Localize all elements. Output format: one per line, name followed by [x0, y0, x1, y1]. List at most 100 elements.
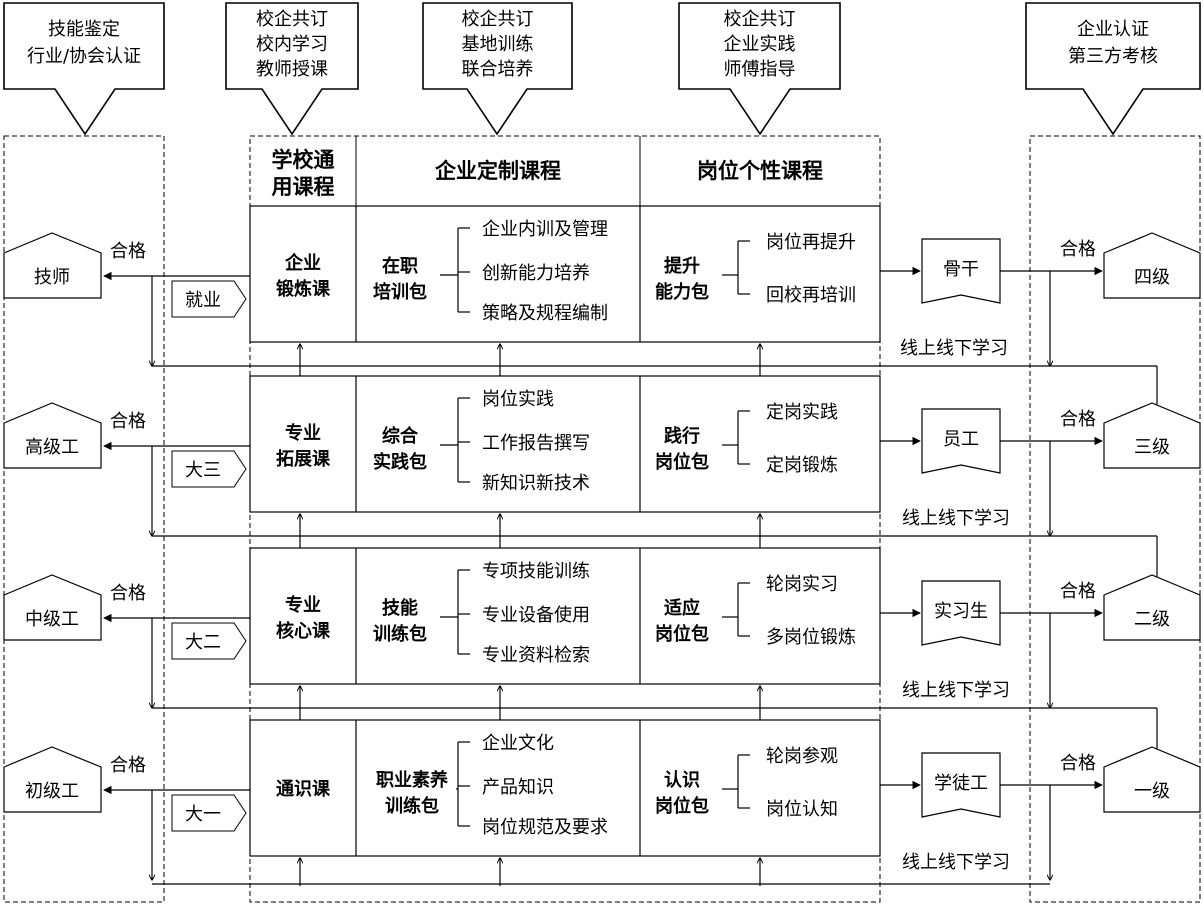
left-title: 技师: [34, 267, 70, 288]
stage-label: 大二: [185, 632, 221, 653]
package-item: 岗位规范及要求: [482, 817, 608, 838]
post-package-name-1: 适应: [664, 597, 700, 619]
left-title: 初级工: [25, 781, 79, 802]
package-name-1: 在职: [382, 255, 418, 277]
package-name-1: 技能: [382, 597, 418, 619]
role-box: [921, 408, 1001, 474]
stage-label: 大一: [185, 804, 221, 825]
callout-arrow-shape: [422, 2, 573, 136]
callout-line: 校企共订: [256, 9, 328, 30]
column-headers: 学校通 用课程 企业定制课程 岗位个性课程: [272, 136, 823, 206]
pass-label-left: 合格: [110, 583, 146, 604]
pass-label-right: 合格: [1060, 581, 1096, 602]
package-name-2: 训练包: [385, 795, 439, 817]
level-block: [249, 375, 881, 513]
course-name-1: 专业: [285, 422, 321, 444]
cert-house: [1103, 574, 1201, 641]
role-box: [921, 752, 1001, 818]
course-name-2: 核心课: [276, 620, 331, 642]
pass-label-right: 合格: [1060, 409, 1096, 430]
header-post-personal: 岗位个性课程: [697, 159, 823, 183]
header-enterprise-custom: 企业定制课程: [434, 159, 561, 183]
callout-line: 校企共订: [724, 9, 796, 30]
course-name-2: 拓展课: [276, 448, 331, 470]
post-package-name-1: 提升: [664, 255, 700, 277]
cert-house: [1103, 402, 1201, 469]
online-offline-label: 线上线下学习: [902, 508, 1010, 529]
package-item: 专业设备使用: [482, 605, 590, 626]
role-label: 学徒工: [934, 773, 988, 794]
package-item: 策略及规程编制: [482, 303, 608, 324]
post-item: 岗位再提升: [766, 232, 856, 253]
left-house: [3, 232, 102, 299]
post-item: 多岗位锻炼: [766, 627, 856, 648]
callout-line: 校企共订: [462, 9, 534, 30]
online-offline-label: 线上线下学习: [902, 852, 1010, 873]
package-name-2: 训练包: [373, 623, 427, 645]
callout-line: 师傅指导: [724, 59, 796, 80]
post-item: 定岗实践: [766, 402, 838, 423]
callout-line: 教师授课: [256, 59, 328, 80]
callout-arrow-shape: [1025, 2, 1201, 136]
post-package-name-1: 认识: [664, 769, 700, 791]
post-package-name-2: 岗位包: [655, 623, 709, 645]
role-box: [921, 238, 1001, 304]
post-item: 回校再培训: [766, 285, 856, 306]
header-school-general-1: 学校通: [272, 148, 335, 172]
pass-label-left: 合格: [110, 755, 146, 776]
cert-house: [1103, 746, 1201, 813]
left-dashed-frame: [3, 135, 165, 903]
stage-label: 就业: [185, 290, 221, 311]
online-offline-label: 线上线下学习: [902, 680, 1010, 701]
cert-label: 三级: [1134, 437, 1170, 458]
header-school-general-2: 用课程: [272, 175, 335, 199]
package-item: 专业资料检索: [482, 645, 590, 666]
pass-label-right: 合格: [1060, 753, 1096, 774]
level-block: [249, 547, 881, 685]
cert-house: [1103, 232, 1201, 299]
pass-label-left: 合格: [110, 411, 146, 432]
package-name-1: 综合: [382, 425, 419, 447]
package-item: 企业内训及管理: [482, 219, 608, 240]
middle-dashed-frame: [249, 135, 881, 903]
right-dashed-frame: [1029, 135, 1201, 903]
left-title: 中级工: [25, 609, 79, 630]
course-name-1: 企业: [284, 252, 321, 274]
dashed-frames: [3, 135, 1201, 903]
course-name-1: 专业: [285, 594, 321, 616]
post-package-name-1: 践行: [664, 425, 700, 447]
callout-line: 行业/协会认证: [27, 46, 141, 67]
levels: 企业锻炼课在职培训包企业内训及管理创新能力培养策略及规程编制提升能力包岗位再提升…: [3, 205, 1201, 886]
callout-line: 基地训练: [462, 34, 534, 55]
course-name-1: 通识课: [276, 779, 331, 800]
level-4: 企业锻炼课在职培训包企业内训及管理创新能力培养策略及规程编制提升能力包岗位再提升…: [3, 205, 1201, 415]
role-label: 骨干: [943, 259, 979, 280]
course-name-2: 锻炼课: [276, 278, 331, 300]
level-1: 通识课职业素养训练包企业文化产品知识岗位规范及要求认识岗位包轮岗参观岗位认知大一…: [3, 719, 1201, 886]
stage-tag: [171, 450, 247, 488]
level-block: [249, 205, 881, 343]
package-name-2: 实践包: [373, 451, 427, 473]
package-item: 工作报告撰写: [482, 433, 590, 454]
callout-arrow-shape: [3, 2, 165, 136]
package-item: 专项技能训练: [482, 561, 590, 582]
role-box: [921, 580, 1001, 646]
left-title: 高级工: [25, 437, 79, 458]
post-package-name-2: 岗位包: [655, 795, 709, 817]
callout-line: 校内学习: [256, 34, 328, 55]
package-item: 产品知识: [482, 777, 554, 798]
callout-line: 第三方考核: [1068, 46, 1158, 67]
left-house: [3, 402, 102, 469]
package-name-1: 职业素养: [376, 769, 449, 791]
level-3: 专业拓展课综合实践包岗位实践工作报告撰写新知识新技术践行岗位包定岗实践定岗锻炼大…: [3, 375, 1201, 587]
pass-label-left: 合格: [110, 241, 146, 262]
callout-line: 企业认证: [1077, 19, 1149, 40]
post-item: 轮岗参观: [766, 746, 838, 767]
left-house: [3, 746, 102, 813]
cert-label: 二级: [1134, 609, 1170, 630]
left-house: [3, 574, 102, 641]
